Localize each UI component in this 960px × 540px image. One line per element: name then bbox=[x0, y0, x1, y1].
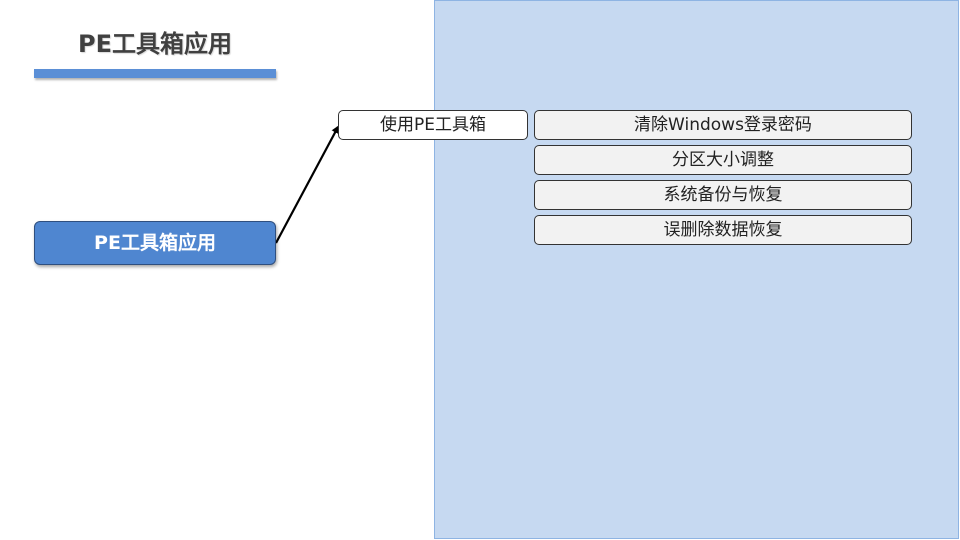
root-node[interactable]: PE工具箱应用 bbox=[34, 221, 276, 265]
content-panel bbox=[434, 0, 959, 539]
connector-line bbox=[275, 125, 339, 244]
leaf-node-clear-password[interactable]: 清除Windows登录密码 bbox=[534, 110, 912, 140]
leaf-node-data-recovery[interactable]: 误删除数据恢复 bbox=[534, 215, 912, 245]
branch-node[interactable]: 使用PE工具箱 bbox=[338, 110, 528, 140]
leaf-node-backup-restore[interactable]: 系统备份与恢复 bbox=[534, 180, 912, 210]
leaf-node-partition-resize[interactable]: 分区大小调整 bbox=[534, 145, 912, 175]
page-title: PE工具箱应用 bbox=[78, 30, 232, 58]
title-underline bbox=[34, 69, 276, 78]
